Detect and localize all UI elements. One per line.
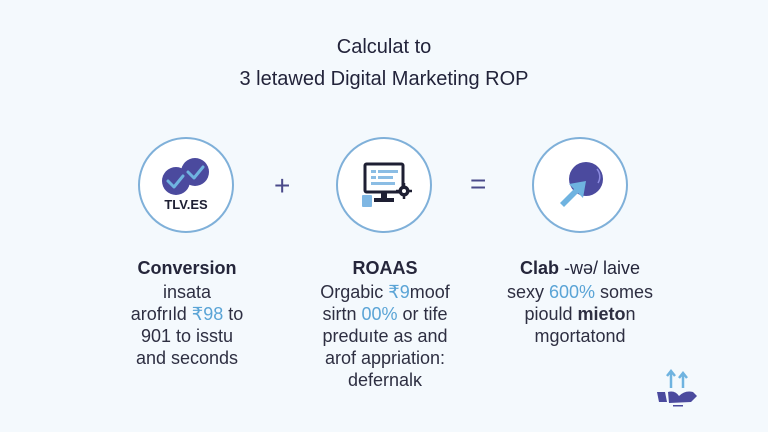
double-checkmark-badge-icon: TLV.ES xyxy=(162,158,209,212)
roas-line-2: sirtn 00% or tife xyxy=(322,304,448,324)
roas-line-4: arof appriation: xyxy=(324,348,446,368)
result-icon-circle xyxy=(532,137,628,233)
hand-growth-arrows-icon xyxy=(657,368,697,407)
roas-highlight-1: ₹9 xyxy=(388,282,410,302)
plus-operator: + xyxy=(274,170,291,201)
conversion-line-4: and seconds xyxy=(135,348,239,368)
roas-line-1: Orgabic ₹9moof xyxy=(320,282,450,302)
page-title: Calculat to 3 letawed Digital Marketing … xyxy=(0,34,768,93)
monitor-settings-icon xyxy=(362,162,412,207)
result-line-1: sexy 600% somes xyxy=(506,282,654,302)
roas-icon-circle xyxy=(336,137,432,233)
result-column: Clab -wə/ laive sexy 600% somes piould m… xyxy=(480,257,680,347)
conversion-icon-circle: TLV.ES xyxy=(138,137,234,233)
equals-operator: = xyxy=(470,168,487,199)
conversion-column: Conversion insata arofrıld ₹98 to 901 to… xyxy=(87,257,287,369)
conversion-line-3: 901 to isstu xyxy=(140,326,234,346)
result-heading: Clab -wə/ laive xyxy=(519,258,641,278)
conversion-heading: Conversion xyxy=(137,258,237,278)
roas-highlight-2: 00% xyxy=(361,304,398,324)
roas-heading: ROAAS xyxy=(352,258,418,278)
conversion-line-2: arofrıld ₹98 to xyxy=(130,304,244,324)
title-line-2: 3 letawed Digital Marketing ROP xyxy=(239,68,529,90)
conversion-highlight: ₹98 xyxy=(191,304,224,324)
target-arrow-icon xyxy=(560,162,603,207)
conversion-line-1: insata xyxy=(162,282,212,302)
roas-line-3: preduıte as and xyxy=(322,326,448,346)
result-line-3: mgortatond xyxy=(534,326,626,346)
result-highlight: 600% xyxy=(548,282,596,302)
result-line-2: piould mieton xyxy=(524,304,636,324)
title-line-1: Calculat to xyxy=(336,36,432,58)
svg-text:TLV.ES: TLV.ES xyxy=(164,197,208,212)
roas-column: ROAAS Orgabic ₹9moof sirtn 00% or tife p… xyxy=(285,257,485,391)
roas-line-5: defernalĸ xyxy=(347,370,423,390)
